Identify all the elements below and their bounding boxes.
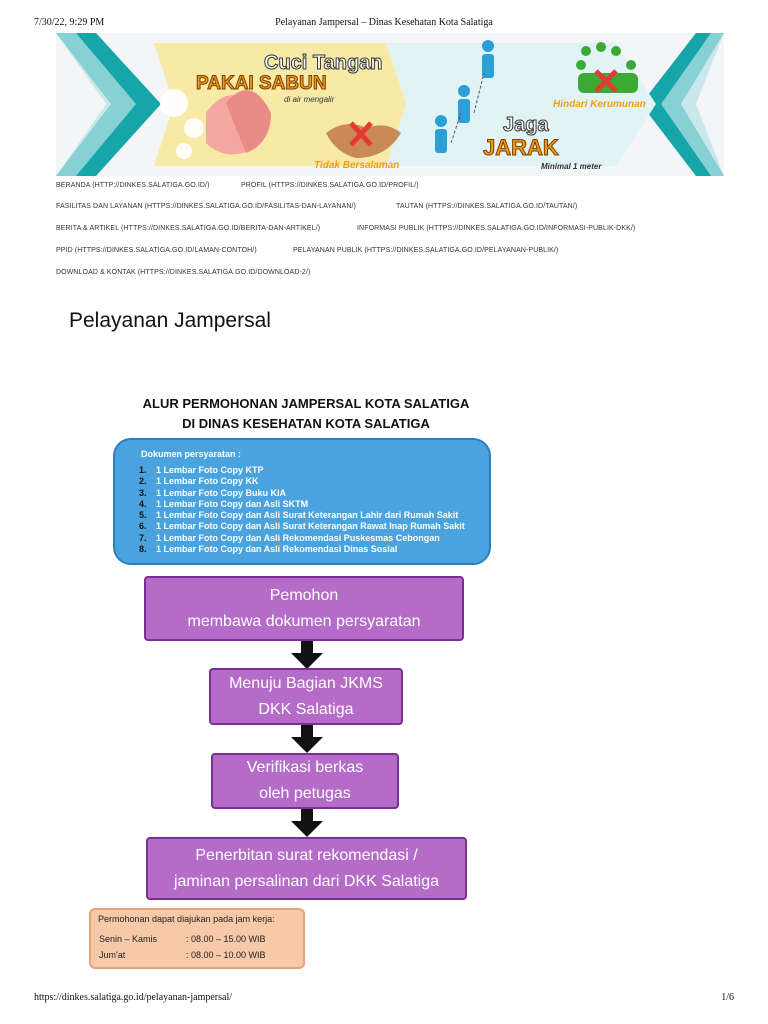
working-day-mon-thu: Senin – Kamis	[99, 934, 157, 944]
step-jkms-line2: DKK Salatiga	[211, 697, 401, 723]
document-item: 8.1 Lembar Foto Copy dan Asli Rekomendas…	[139, 544, 465, 555]
down-arrow-icon	[291, 641, 323, 669]
documents-heading: Dokumen persyaratan :	[141, 449, 241, 459]
document-item: 1.1 Lembar Foto Copy KTP	[139, 465, 465, 476]
documents-list: 1.1 Lembar Foto Copy KTP 2.1 Lembar Foto…	[139, 465, 465, 555]
working-time-fri: : 08.00 – 10.00 WIB	[186, 950, 266, 960]
step-penerbitan-line1: Penerbitan surat rekomendasi /	[148, 843, 465, 869]
step-pemohon: Pemohon membawa dokumen persyaratan	[144, 576, 464, 641]
step-verifikasi: Verifikasi berkas oleh petugas	[211, 753, 399, 809]
print-url[interactable]: https://dinkes.salatiga.go.id/pelayanan-…	[34, 992, 232, 1003]
step-pemohon-line1: Pemohon	[146, 583, 462, 609]
working-hours-heading: Permohonan dapat diajukan pada jam kerja…	[98, 914, 275, 924]
step-verifikasi-line2: oleh petugas	[213, 781, 397, 807]
working-time-mon-thu: : 08.00 – 15.00 WIB	[186, 934, 266, 944]
step-jkms-line1: Menuju Bagian JKMS	[211, 671, 401, 697]
document-item: 7.1 Lembar Foto Copy dan Asli Rekomendas…	[139, 533, 465, 544]
down-arrow-icon	[291, 725, 323, 753]
step-penerbitan-line2: jaminan persalinan dari DKK Salatiga	[148, 869, 465, 895]
step-penerbitan: Penerbitan surat rekomendasi / jaminan p…	[146, 837, 467, 900]
document-item: 3.1 Lembar Foto Copy Buku KIA	[139, 488, 465, 499]
working-day-fri: Jum'at	[99, 950, 125, 960]
document-item: 2.1 Lembar Foto Copy KK	[139, 476, 465, 487]
document-item: 5.1 Lembar Foto Copy dan Asli Surat Kete…	[139, 510, 465, 521]
flowchart-title-line1: ALUR PERMOHONAN JAMPERSAL KOTA SALATIGA	[0, 396, 612, 411]
flowchart-title-line2: DI DINAS KESEHATAN KOTA SALATIGA	[0, 416, 612, 431]
step-pemohon-line2: membawa dokumen persyaratan	[146, 609, 462, 635]
print-footer: https://dinkes.salatiga.go.id/pelayanan-…	[0, 992, 768, 1006]
down-arrow-icon	[291, 809, 323, 837]
print-page-number: 1/6	[721, 992, 734, 1003]
step-verifikasi-line1: Verifikasi berkas	[213, 755, 397, 781]
document-item: 4.1 Lembar Foto Copy dan Asli SKTM	[139, 499, 465, 510]
working-hours-box: Permohonan dapat diajukan pada jam kerja…	[89, 908, 305, 969]
documents-box: Dokumen persyaratan : 1.1 Lembar Foto Co…	[113, 438, 491, 565]
document-item: 6.1 Lembar Foto Copy dan Asli Surat Kete…	[139, 521, 465, 532]
step-menuju-jkms: Menuju Bagian JKMS DKK Salatiga	[209, 668, 403, 725]
